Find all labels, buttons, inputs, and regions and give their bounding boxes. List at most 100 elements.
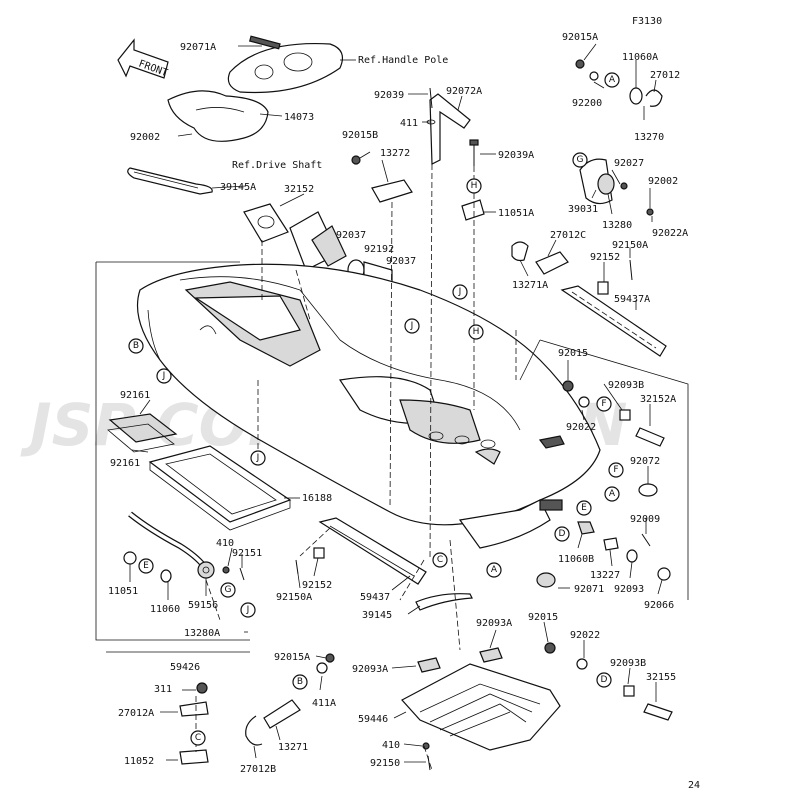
label-13280: 13280 bbox=[602, 220, 632, 231]
label-92150A-b: 92150A bbox=[276, 592, 312, 603]
nut-92015-a-part bbox=[562, 380, 574, 392]
washer-92022-b-part bbox=[576, 658, 588, 670]
label-13280A: 13280A bbox=[184, 628, 220, 639]
ref-drive-shaft: Ref.Drive Shaft bbox=[232, 160, 322, 171]
svg-text:H: H bbox=[473, 327, 480, 337]
label-411: 411 bbox=[400, 118, 418, 129]
handle-pole-cover-part bbox=[227, 35, 343, 94]
bracket-92072A-part bbox=[426, 87, 471, 165]
nut-410-b-part bbox=[422, 742, 430, 750]
label-410-b: 410 bbox=[382, 740, 400, 751]
label-59156: 59156 bbox=[188, 600, 218, 611]
label-32155: 32155 bbox=[646, 672, 676, 683]
label-11051A: 11051A bbox=[498, 208, 534, 219]
label-59426: 59426 bbox=[170, 662, 200, 673]
callout-A-1: A bbox=[604, 72, 620, 88]
pad-92093A-a-part bbox=[417, 657, 441, 673]
nut-92015B-part bbox=[351, 155, 361, 165]
nut-92015A-b-part bbox=[325, 653, 335, 663]
label-92093: 92093 bbox=[614, 584, 644, 595]
strap-39145-part bbox=[415, 593, 473, 611]
assembly-frame bbox=[95, 262, 250, 641]
svg-text:G: G bbox=[225, 585, 232, 595]
label-13272: 13272 bbox=[380, 148, 410, 159]
label-92015B: 92015B bbox=[342, 130, 378, 141]
label-11060B: 11060B bbox=[558, 554, 594, 565]
pad-92161-a-part bbox=[108, 413, 178, 443]
label-410-a: 410 bbox=[216, 538, 234, 549]
callout-J-5: J bbox=[240, 602, 256, 618]
callout-A-3: A bbox=[486, 562, 502, 578]
plate-13271A-part bbox=[511, 241, 529, 262]
label-92027: 92027 bbox=[614, 158, 644, 169]
svg-text:E: E bbox=[143, 561, 149, 571]
svg-text:A: A bbox=[609, 489, 616, 499]
label-92066: 92066 bbox=[644, 600, 674, 611]
bolt-92009-part bbox=[641, 533, 651, 547]
pad-92161-b-part bbox=[107, 423, 175, 453]
svg-text:J: J bbox=[162, 371, 166, 381]
label-59437A: 59437A bbox=[614, 294, 650, 305]
plate-13271-part bbox=[263, 699, 301, 729]
label-11052: 11052 bbox=[124, 756, 154, 767]
washer-92200-part bbox=[589, 71, 599, 81]
svg-text:J: J bbox=[458, 287, 462, 297]
svg-text:D: D bbox=[601, 675, 608, 685]
callout-G-1: G bbox=[572, 152, 588, 168]
label-27012A: 27012A bbox=[118, 708, 154, 719]
label-92015A-a: 92015A bbox=[562, 32, 598, 43]
label-92037-a: 92037 bbox=[336, 230, 366, 241]
drive-shaft-housing-part bbox=[243, 203, 347, 271]
clip-92072-part bbox=[638, 483, 658, 497]
svg-text:C: C bbox=[195, 733, 201, 743]
callout-F-2: F bbox=[608, 462, 624, 478]
drain-hose-part bbox=[128, 511, 215, 579]
label-92015A-b: 92015A bbox=[274, 652, 310, 663]
svg-text:A: A bbox=[491, 565, 498, 575]
label-92002-b: 92002 bbox=[648, 176, 678, 187]
callout-H-1: H bbox=[466, 178, 482, 194]
callout-J-4: J bbox=[250, 450, 266, 466]
callout-B-1: B bbox=[128, 338, 144, 354]
label-92200: 92200 bbox=[572, 98, 602, 109]
label-92002-a: 92002 bbox=[130, 132, 160, 143]
fitting-32152A-part bbox=[635, 427, 665, 447]
hull-body-part bbox=[136, 263, 601, 549]
svg-text:J: J bbox=[410, 321, 414, 331]
label-92009: 92009 bbox=[630, 514, 660, 525]
label-92071A: 92071A bbox=[180, 42, 216, 53]
svg-text:J: J bbox=[246, 605, 250, 615]
label-92072A: 92072A bbox=[446, 86, 482, 97]
grommet-11060B-part bbox=[577, 521, 595, 535]
callout-C-2: C bbox=[190, 730, 206, 746]
seal-14073-part bbox=[167, 90, 269, 142]
collar-92152-part bbox=[597, 281, 609, 295]
nut-92022A-part bbox=[646, 208, 654, 216]
plate-92093B-b-part bbox=[623, 685, 635, 697]
plate-11052-part bbox=[179, 749, 209, 765]
label-92151: 92151 bbox=[232, 548, 262, 559]
label-92161-a: 92161 bbox=[120, 390, 150, 401]
nut-92015A-part bbox=[575, 59, 585, 69]
ring-11060-part bbox=[160, 569, 172, 583]
label-92022A: 92022A bbox=[652, 228, 688, 239]
label-11060A: 11060A bbox=[622, 52, 658, 63]
label-14073: 14073 bbox=[284, 112, 314, 123]
svg-text:E: E bbox=[581, 503, 587, 513]
svg-text:B: B bbox=[297, 677, 303, 687]
label-27012C: 27012C bbox=[550, 230, 586, 241]
plate-27012C-part bbox=[535, 251, 569, 275]
label-92015-a: 92015 bbox=[558, 348, 588, 359]
label-92039A: 92039A bbox=[498, 150, 534, 161]
label-16188: 16188 bbox=[302, 493, 332, 504]
label-92161-b: 92161 bbox=[110, 458, 140, 469]
label-92093B-a: 92093B bbox=[608, 380, 644, 391]
label-32152: 32152 bbox=[284, 184, 314, 195]
plate-27012A-part bbox=[179, 701, 209, 717]
fitting-32155-part bbox=[643, 703, 673, 721]
clip-27012-part bbox=[645, 89, 663, 107]
svg-text:C: C bbox=[437, 555, 443, 565]
collar-92152-b-part bbox=[313, 547, 325, 559]
svg-text:G: G bbox=[577, 155, 584, 165]
